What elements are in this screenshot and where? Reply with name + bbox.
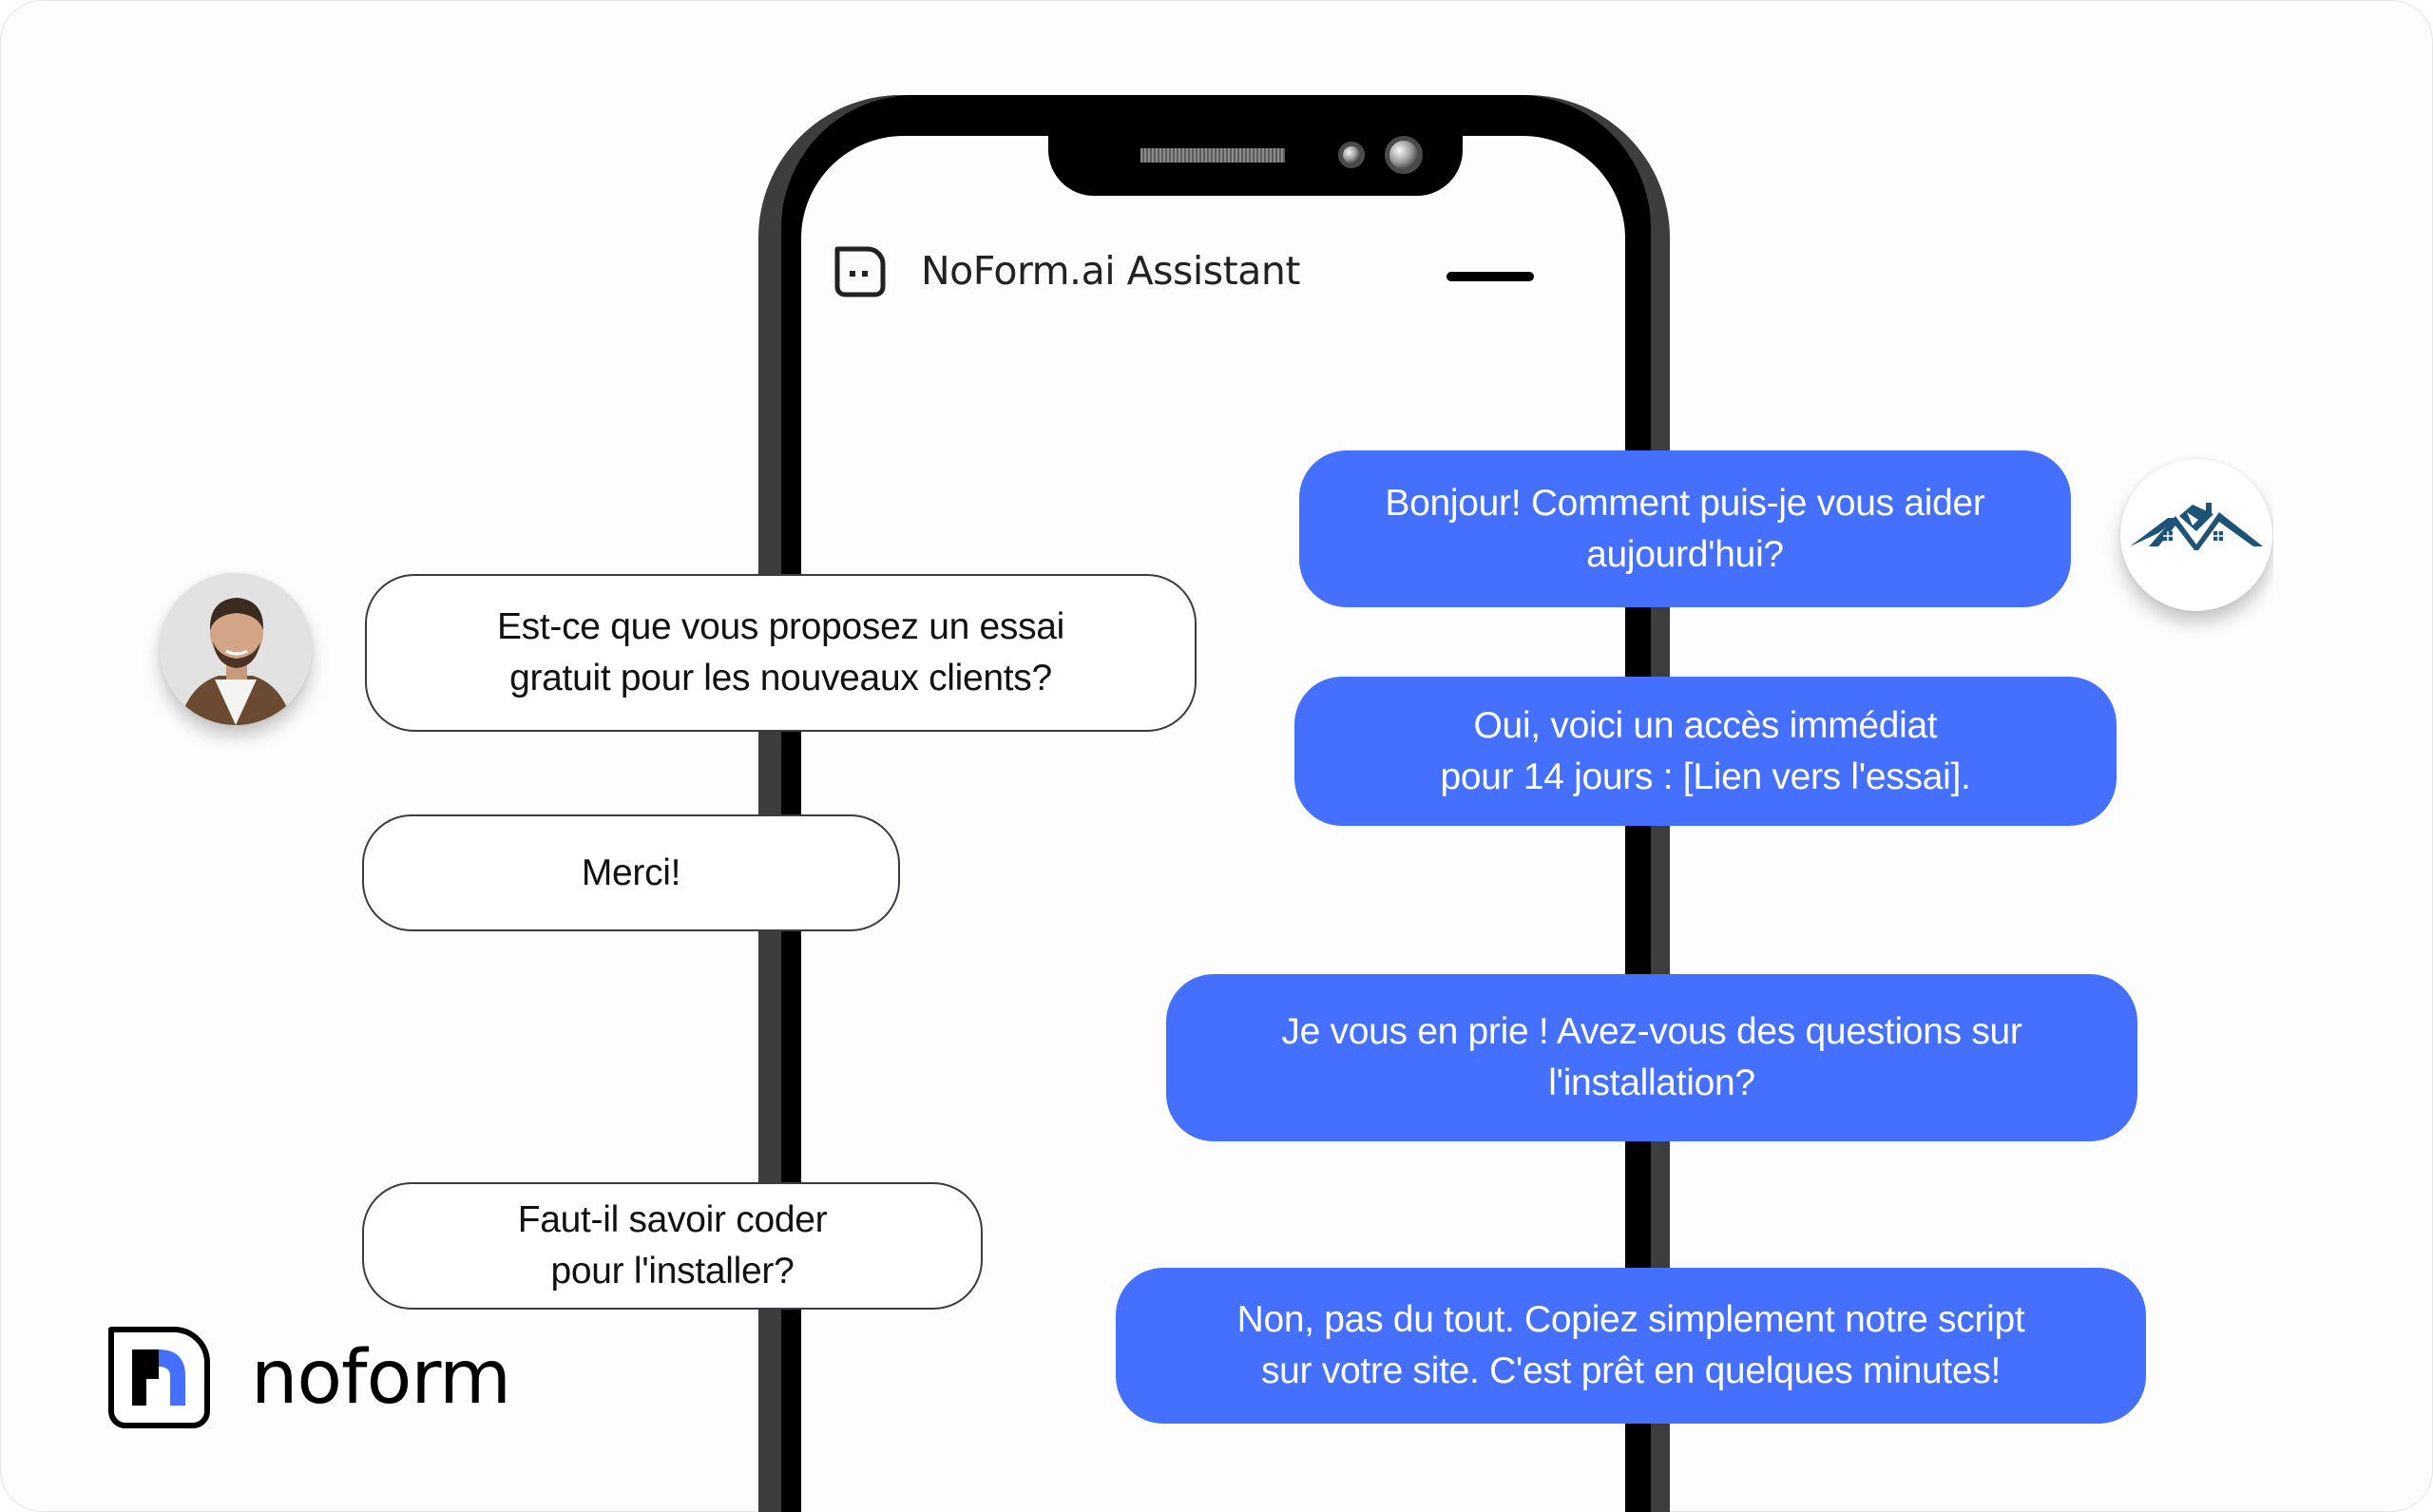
noform-logo-icon [108,1327,210,1428]
minimize-icon[interactable] [1446,272,1534,281]
chat-widget-title: NoForm.ai Assistant [921,248,1300,294]
noform-brand: noform [105,1324,511,1431]
user-avatar [160,573,312,725]
house-logo-icon [2130,503,2263,550]
message-text: Faut-il savoir coder pour l'installer? [517,1199,828,1292]
message-text: Je vous en prie ! Avez-vous des question… [1281,1011,2022,1103]
user-message: Est-ce que vous proposez un essai gratui… [365,574,1197,732]
camera-lens-icon [1385,136,1423,174]
speaker-grille [1140,148,1285,163]
phone-notch [1048,126,1463,196]
user-message: Faut-il savoir coder pour l'installer? [362,1182,983,1310]
camera-sensor-icon [1338,142,1365,168]
user-portrait-icon [160,573,312,725]
chat-bubble-icon [834,246,886,297]
bot-message: Je vous en prie ! Avez-vous des question… [1166,974,2137,1141]
message-text: Oui, voici un accès immédiat pour 14 jou… [1440,704,1971,797]
brand-name: noform [251,1334,511,1421]
bot-message: Oui, voici un accès immédiat pour 14 jou… [1294,677,2117,826]
message-text: Est-ce que vous proposez un essai gratui… [496,606,1065,699]
avatar-clip-mask [2273,447,2302,637]
message-text: Bonjour! Comment puis-je vous aider aujo… [1385,482,1985,575]
message-text: Non, pas du tout. Copiez simplement notr… [1236,1299,2025,1391]
bot-message: Non, pas du tout. Copiez simplement notr… [1116,1268,2146,1424]
message-text: Merci! [581,852,681,893]
user-message: Merci! [362,814,900,931]
bot-message: Bonjour! Comment puis-je vous aider aujo… [1299,450,2071,607]
bot-avatar [2120,459,2272,611]
